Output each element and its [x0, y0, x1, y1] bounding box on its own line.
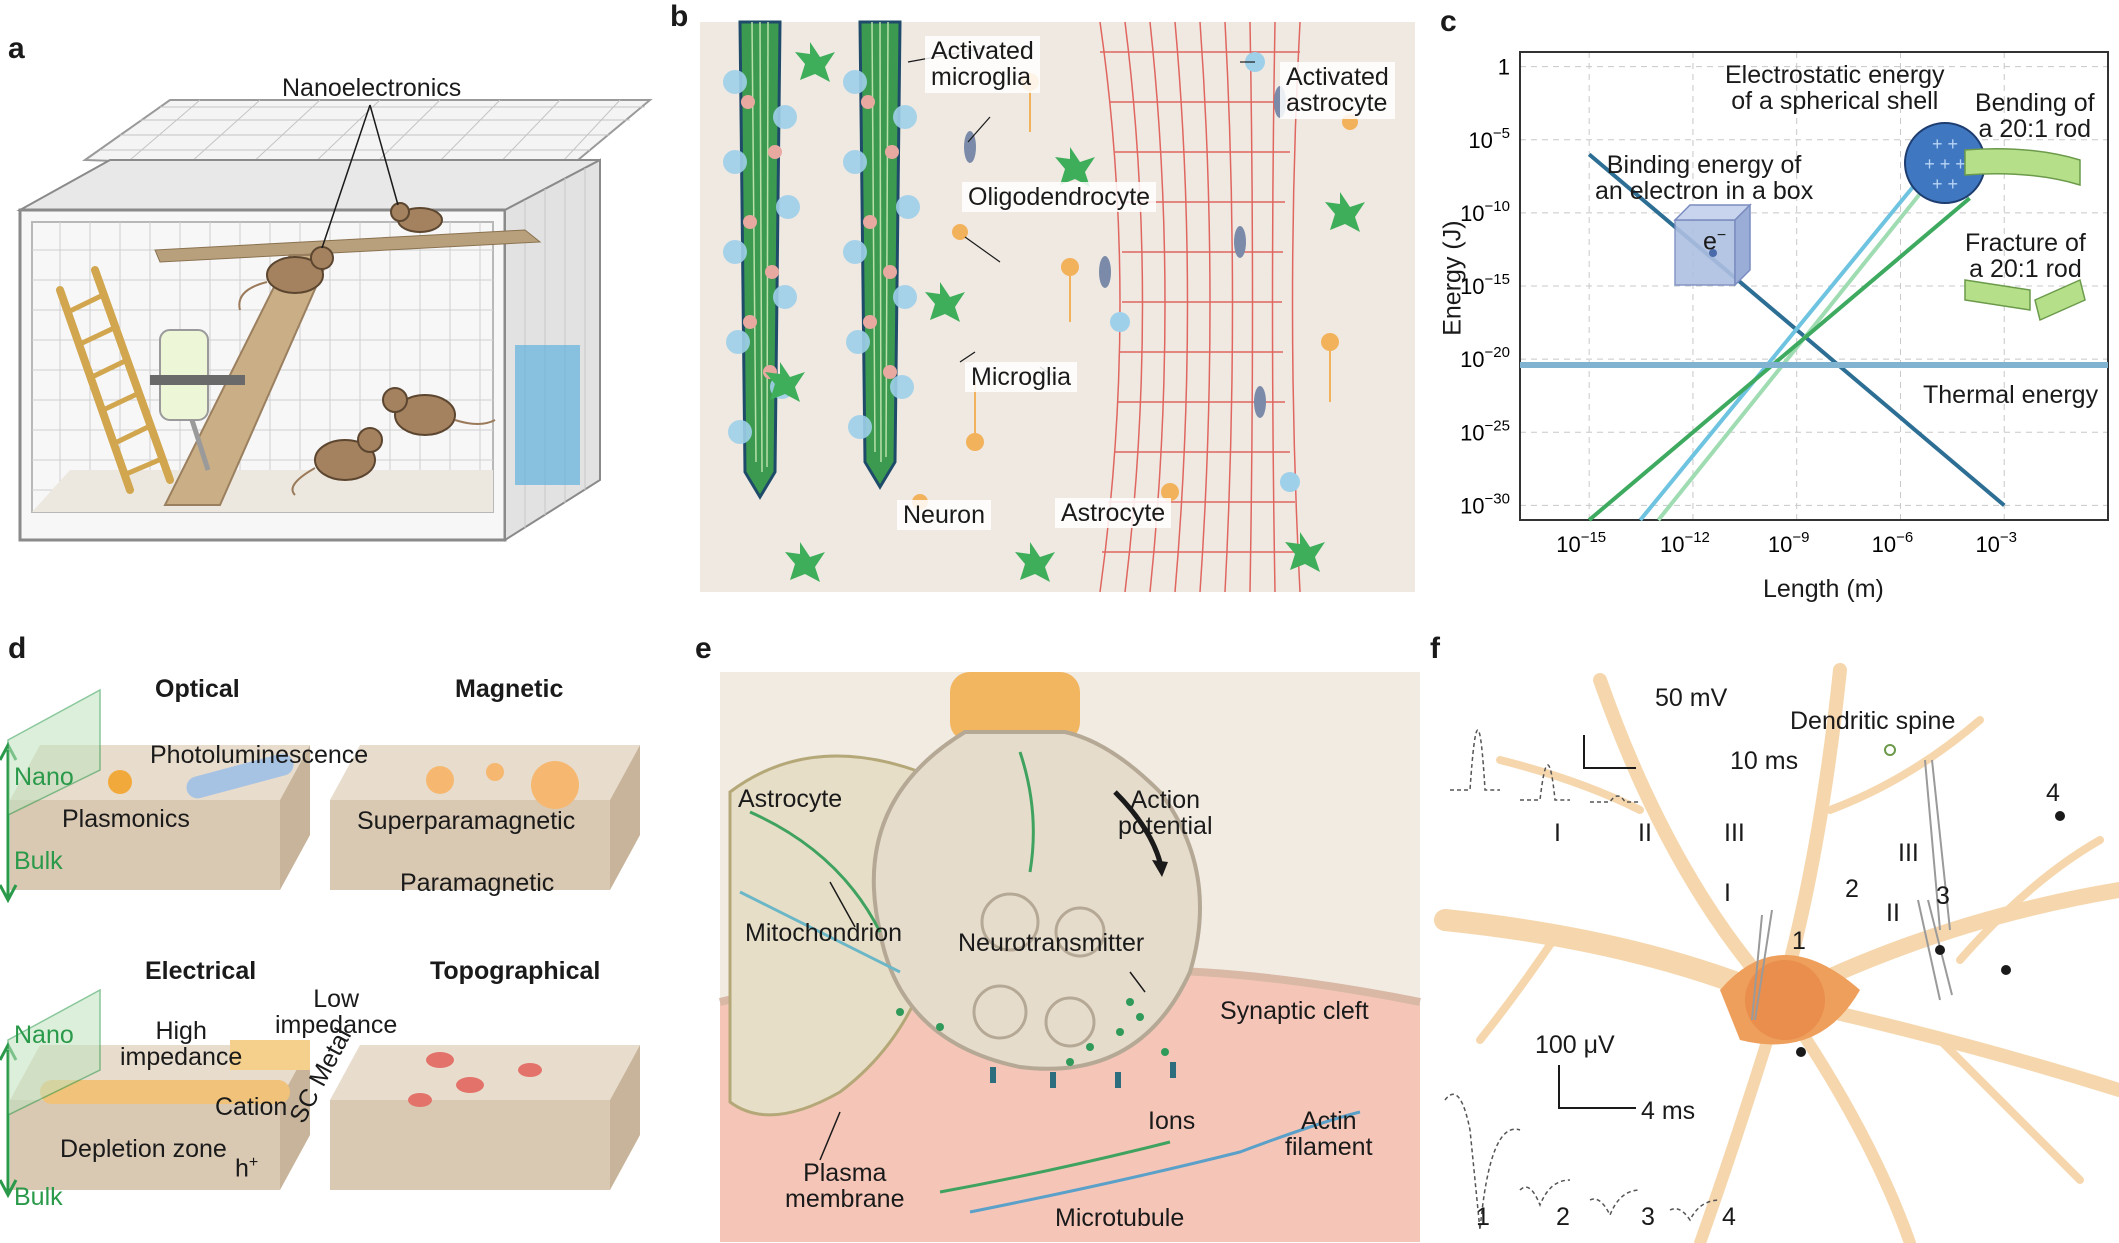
annotation-fracture: Fracture of a 20:1 rod [1965, 229, 2086, 284]
y-tick-label: 1 [1498, 55, 1510, 80]
label-roman-2-trace: II [1638, 819, 1652, 847]
electron-box-icon [1673, 203, 1752, 287]
label-low-impedance: Low impedance [275, 985, 398, 1040]
energy-length-chart: 1 10−5 10−10 10−15 10−20 10−25 10−30 10−15 10−12… [1460, 51, 2109, 557]
title-optical: Optical [155, 675, 240, 703]
synapse-illustration [719, 672, 1421, 1242]
label-trace-2: 2 [1556, 1203, 1570, 1231]
title-electrical: Electrical [145, 957, 257, 985]
label-oligodendrocyte: Oligodendrocyte [962, 182, 1157, 213]
label-microtubule: Microtubule [1055, 1204, 1185, 1232]
label-roman-3-electrode: III [1898, 839, 1919, 867]
label-roman-1-trace: I [1554, 819, 1561, 847]
electron-symbol-text: e [1703, 227, 1717, 256]
label-astrocyte-b: Astrocyte [1055, 498, 1172, 529]
x-tick-label: 10−3 [1975, 529, 2017, 557]
label-microglia: Microglia [965, 362, 1078, 393]
panel-letter-b: b [670, 0, 689, 33]
label-photoluminescence: Photoluminescence [150, 741, 369, 769]
label-bulk-top: Bulk [14, 847, 63, 875]
label-actin-filament: Actin filament [1285, 1107, 1373, 1162]
chart-grid [1520, 52, 2108, 520]
label-paramagnetic: Paramagnetic [400, 869, 555, 897]
fractured-rod-icon [1964, 278, 2086, 322]
label-activated-microglia: Activated microglia [925, 36, 1040, 93]
y-tick-label: 10−25 [1460, 417, 1510, 445]
x-tick-label: 10−15 [1556, 529, 1606, 557]
series-line-4 [1587, 196, 1971, 522]
annotation-bending: Bending of a 20:1 rod [1975, 89, 2095, 144]
nanomaterial-blocks-illustration [0, 688, 640, 1199]
label-synaptic-cleft: Synaptic cleft [1220, 997, 1369, 1025]
label-roman-2-electrode: II [1886, 899, 1900, 927]
label-point-2: 2 [1845, 875, 1859, 903]
label-hplus: h+ [235, 1154, 259, 1183]
y-tick-label: 10−20 [1460, 344, 1510, 372]
label-roman-3-trace: III [1724, 819, 1745, 847]
label-bulk-bottom: Bulk [14, 1183, 63, 1211]
panel-letter-c: c [1440, 5, 1457, 38]
y-tick-label: 10−15 [1460, 271, 1510, 299]
label-nano-top: Nano [14, 763, 74, 791]
annotation-thermal: Thermal energy [1923, 381, 2099, 409]
label-plasma-membrane: Plasma membrane [785, 1159, 905, 1214]
label-plasmonics: Plasmonics [62, 805, 190, 833]
neuron-recording-illustration [1434, 663, 2119, 1243]
label-astrocyte-e: Astrocyte [738, 785, 843, 813]
svg-text:+ +: + + [1932, 174, 1958, 194]
chart-frame [1519, 51, 2109, 521]
label-point-1: 1 [1792, 927, 1806, 955]
label-roman-1-electrode: I [1724, 879, 1731, 907]
label-neuron: Neuron [897, 500, 991, 531]
label-high-impedance: High impedance [120, 1017, 243, 1072]
title-magnetic: Magnetic [455, 675, 564, 703]
svg-text:+ + +: + + + [1924, 154, 1966, 174]
panel-letter-a: a [8, 32, 25, 65]
y-tick-label: 10−10 [1460, 198, 1510, 226]
label-ions: Ions [1148, 1107, 1196, 1135]
bent-rod-icon [1964, 148, 2081, 187]
label-trace-4: 4 [1722, 1203, 1736, 1231]
label-action-potential: Action potential [1118, 786, 1213, 841]
y-tick-label: 10−5 [1468, 125, 1510, 153]
panel-letter-f: f [1430, 632, 1440, 665]
chart-ylabel: Energy (J) [1438, 220, 1467, 336]
label-nano-bottom: Nano [14, 1021, 74, 1049]
label-hplus-text: h [235, 1154, 249, 1183]
electron-symbol: e− [1703, 227, 1727, 256]
charged-sphere-icon: + + + + + + + [1904, 122, 1986, 204]
svg-text:+ +: + + [1932, 134, 1958, 154]
label-point-4: 4 [2046, 779, 2060, 807]
label-activated-astrocyte: Activated astrocyte [1280, 62, 1395, 119]
panel-letter-e: e [695, 632, 712, 665]
label-point-3: 3 [1936, 882, 1950, 910]
chart-xlabel: Length (m) [1763, 575, 1884, 603]
scale-4ms: 4 ms [1641, 1097, 1696, 1125]
annotation-electrostatic: Electrostatic energy of a spherical shel… [1725, 61, 1945, 116]
label-trace-3: 3 [1641, 1203, 1655, 1231]
label-mitochondrion: Mitochondrion [745, 919, 903, 947]
cage-illustration [16, 99, 653, 542]
label-cation: Cation [215, 1093, 288, 1121]
title-topographical: Topographical [430, 957, 601, 985]
scale-10ms: 10 ms [1730, 747, 1799, 775]
label-neurotransmitter: Neurotransmitter [958, 929, 1145, 957]
chart-series [1520, 138, 2108, 522]
x-tick-label: 10−12 [1660, 529, 1710, 557]
label-trace-1: 1 [1476, 1203, 1490, 1231]
scale-100uv: 100 μV [1535, 1031, 1615, 1059]
x-tick-label: 10−9 [1768, 529, 1810, 557]
x-tick-label: 10−6 [1872, 529, 1914, 557]
annotation-binding: Binding energy of an electron in a box [1595, 151, 1814, 206]
label-dendritic-spine: Dendritic spine [1790, 707, 1956, 735]
panel-letter-d: d [8, 632, 27, 665]
y-tick-label: 10−30 [1460, 490, 1510, 518]
label-nanoelectronics: Nanoelectronics [282, 74, 462, 102]
series-line-2 [1638, 138, 1954, 522]
scale-50mv: 50 mV [1655, 684, 1728, 712]
label-depletion-zone: Depletion zone [60, 1135, 227, 1163]
label-superparamagnetic: Superparamagnetic [357, 807, 576, 835]
